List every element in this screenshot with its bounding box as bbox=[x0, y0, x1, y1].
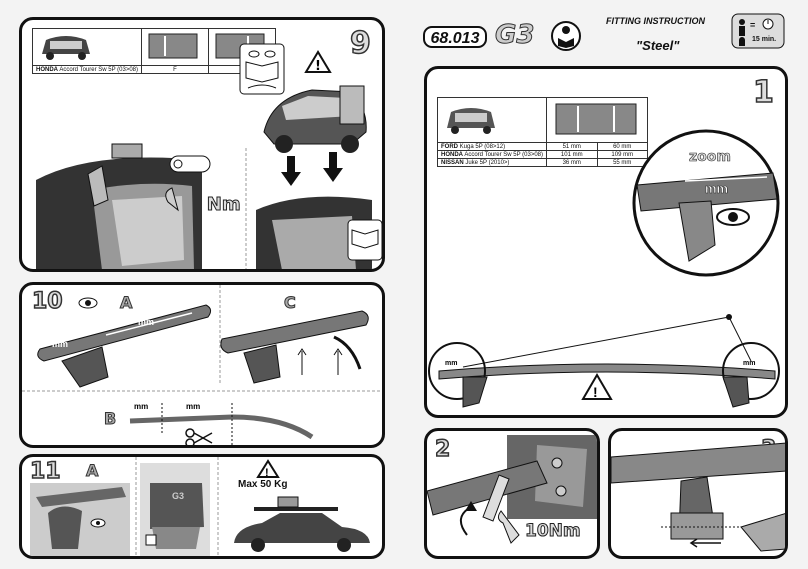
roof-cell bbox=[546, 97, 648, 143]
car-image-cell bbox=[437, 97, 547, 143]
step-11-number: 11 bbox=[29, 458, 61, 485]
svg-text:mm: mm bbox=[445, 360, 457, 367]
step-9-illustration: ! bbox=[36, 43, 382, 269]
max-load-label: Max 50 Kg bbox=[238, 479, 288, 490]
lock-icon bbox=[145, 534, 157, 546]
mm-label-a: mm bbox=[138, 317, 154, 327]
roof-f-cell bbox=[141, 28, 209, 66]
foot-unit bbox=[670, 476, 724, 540]
header-title: FITTING INSTRUCTION bbox=[606, 16, 705, 26]
step-2-torque: 10Nm bbox=[525, 521, 582, 542]
two-people-icon bbox=[731, 13, 785, 49]
door-frame-left bbox=[36, 157, 202, 269]
zoom-label: zoom bbox=[689, 149, 731, 165]
arrow-left-icon bbox=[689, 538, 721, 548]
arrow-up-icon-2 bbox=[333, 348, 343, 375]
product-code: 68.013 bbox=[423, 26, 487, 48]
bracket-photo bbox=[507, 435, 597, 519]
hand-torque-icon bbox=[497, 510, 520, 544]
hand-torque-icon bbox=[165, 187, 179, 212]
warning-icon: ! bbox=[256, 459, 280, 479]
car-three-quarter bbox=[263, 85, 367, 153]
crossbar-full bbox=[438, 363, 776, 380]
foot-photo-a bbox=[30, 483, 130, 556]
label-b: B bbox=[103, 409, 117, 429]
arrow-down-icon-2 bbox=[323, 152, 343, 182]
step-9-number: 9 bbox=[349, 25, 371, 62]
step-11-illustration: G3 ! bbox=[30, 457, 370, 556]
g3-logo-small: G3 bbox=[172, 491, 184, 501]
mm-label-b1: mm bbox=[134, 402, 148, 411]
detail-circle-left: mm bbox=[428, 342, 486, 400]
key-icon bbox=[169, 155, 211, 173]
step-10-illustration: mm mm mm mm bbox=[22, 285, 382, 445]
car-front-icon bbox=[447, 108, 495, 134]
roof-top-icon bbox=[555, 103, 637, 135]
step-10-panel: 10 A C B mm mm mm mm bbox=[19, 282, 385, 448]
car-side-loaded bbox=[234, 496, 370, 552]
step-1-illustration: zoom mm mm mm ! bbox=[428, 129, 780, 408]
crossbar bbox=[611, 442, 785, 484]
read-manual-icon-2 bbox=[347, 219, 382, 261]
step-3-illustration bbox=[611, 442, 785, 552]
step-2-illustration bbox=[427, 435, 597, 544]
zoom-mm-label: mm bbox=[705, 181, 728, 196]
roof-foot-left bbox=[87, 143, 143, 207]
step-10-number: 10 bbox=[31, 288, 63, 315]
hand-tool-icon bbox=[740, 513, 785, 552]
bolt-tool bbox=[482, 474, 510, 522]
header-icons bbox=[551, 13, 785, 51]
label-a: A bbox=[119, 293, 133, 313]
step-2-number: 2 bbox=[434, 436, 451, 463]
foot-right bbox=[722, 376, 750, 408]
mm-label-b2: mm bbox=[186, 402, 200, 411]
svg-text:mm: mm bbox=[743, 360, 755, 367]
cut-bar-b bbox=[129, 414, 314, 440]
read-manual-icon bbox=[239, 43, 285, 95]
rotate-arrow-icon bbox=[460, 501, 477, 536]
eye-icon bbox=[78, 297, 98, 309]
label-c: C bbox=[284, 293, 297, 313]
step-11-panel: 11 A B Max 50 Kg G3 ! bbox=[19, 454, 385, 559]
step-9-panel: HONDA Accord Tourer Sw 5P (03>08) F R 9 … bbox=[19, 17, 385, 272]
mm-label-a2: mm bbox=[52, 339, 68, 349]
roof-top-icon bbox=[148, 33, 198, 59]
label-a: A bbox=[85, 461, 99, 481]
foot-photo-b: G3 bbox=[140, 463, 210, 556]
step-2-panel: 2 10Nm bbox=[424, 428, 600, 559]
svg-text:!: ! bbox=[315, 59, 321, 74]
svg-text:!: ! bbox=[593, 384, 598, 400]
g3-logo: G3 bbox=[494, 20, 535, 51]
scissors-icon bbox=[185, 428, 213, 445]
step-1-number: 1 bbox=[752, 74, 774, 111]
foot-left bbox=[462, 376, 488, 408]
crossbar bbox=[427, 460, 548, 516]
arrow-up-icon bbox=[297, 348, 307, 375]
time-equals: = bbox=[750, 20, 756, 30]
read-instructions-icon bbox=[551, 21, 581, 51]
detail-circle-right: mm bbox=[722, 342, 780, 400]
zoom-circle bbox=[632, 129, 780, 277]
warning-icon: ! bbox=[304, 50, 332, 74]
time-label: 15 min. bbox=[752, 36, 777, 43]
header-subtitle: "Steel" bbox=[636, 38, 680, 53]
svg-text:!: ! bbox=[265, 467, 269, 479]
arrow-down-icon bbox=[281, 156, 301, 186]
warning-icon: ! bbox=[581, 373, 613, 400]
step-3-panel: 3 bbox=[608, 428, 788, 559]
crossbar-c bbox=[220, 310, 369, 384]
door-frame-right bbox=[256, 196, 372, 269]
car-front-icon bbox=[42, 36, 90, 60]
